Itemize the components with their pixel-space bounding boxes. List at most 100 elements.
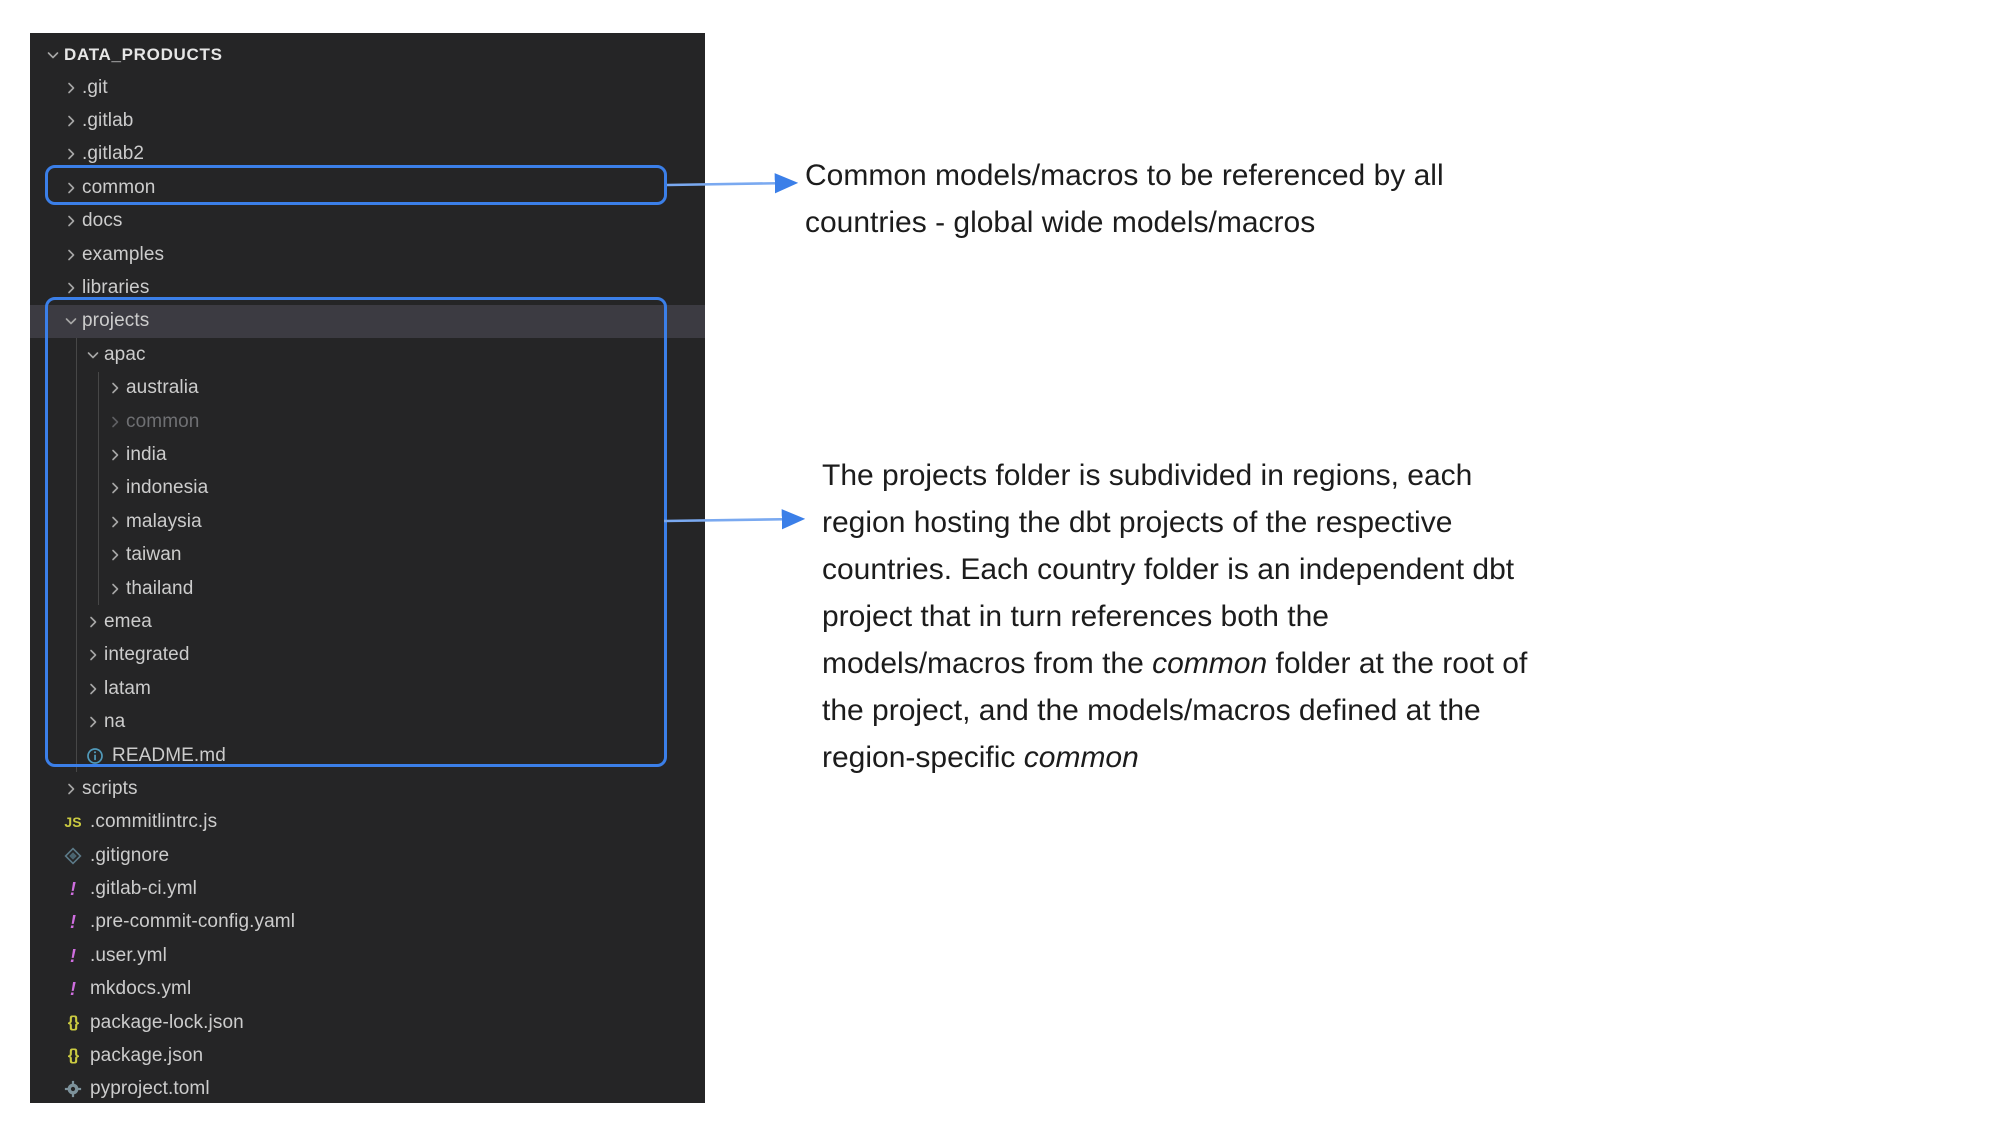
tree-folder-row[interactable]: examples: [30, 238, 705, 271]
tree-item-label: australia: [126, 377, 199, 399]
chevron-right-icon[interactable]: [104, 448, 126, 462]
json-braces-icon: {}: [67, 1013, 79, 1031]
tree-item-label: common: [82, 176, 156, 198]
tree-item-label: .commitlintrc.js: [90, 811, 218, 833]
tree-folder-row[interactable]: emea: [30, 605, 705, 638]
file-tree[interactable]: DATA_PRODUCTS .git .gitlab .gitlab2 common do…: [30, 33, 705, 1103]
yaml-exclaim-icon: !: [69, 912, 77, 933]
chevron-right-icon[interactable]: [60, 81, 82, 95]
tree-item-label: thailand: [126, 577, 194, 599]
tree-indent-guide: [98, 372, 99, 605]
chevron-right-icon[interactable]: [60, 281, 82, 295]
gear-icon: [60, 1080, 86, 1098]
tree-file-row[interactable]: {} package-lock.json: [30, 1006, 705, 1039]
tree-item-label: pyproject.toml: [90, 1078, 210, 1100]
tree-file-row[interactable]: ! .user.yml: [30, 939, 705, 972]
annotation-text-projects: The projects folder is subdivided in reg…: [822, 459, 1528, 774]
chevron-right-icon[interactable]: [104, 481, 126, 495]
annotation-text-common: Common models/macros to be referenced by…: [805, 159, 1444, 239]
tree-folder-row[interactable]: malaysia: [30, 505, 705, 538]
arrow-projects-to-note: [663, 509, 806, 530]
chevron-right-icon[interactable]: [104, 582, 126, 596]
tree-item-label: mkdocs.yml: [90, 978, 192, 1000]
chevron-right-icon[interactable]: [104, 548, 126, 562]
chevron-down-icon[interactable]: [60, 314, 82, 328]
tree-item-label: common: [126, 410, 200, 432]
tree-item-label: emea: [104, 610, 152, 632]
tree-item-label: malaysia: [126, 510, 202, 532]
yaml-exclaim-icon: !: [69, 945, 77, 966]
tree-file-row[interactable]: .gitignore: [30, 839, 705, 872]
tree-folder-row[interactable]: projects: [30, 304, 705, 339]
tree-indent-guide: [76, 338, 77, 772]
tree-folder-row[interactable]: integrated: [30, 639, 705, 672]
tree-folder-row[interactable]: indonesia: [30, 472, 705, 505]
chevron-right-icon[interactable]: [104, 381, 126, 395]
tree-item-label: .gitlab-ci.yml: [90, 878, 197, 900]
tree-item-label: india: [126, 443, 167, 465]
yaml-exclaim-icon: !: [69, 979, 77, 1000]
javascript-icon: JS: [64, 814, 82, 831]
file-explorer-panel: DATA_PRODUCTS .git .gitlab .gitlab2 common do…: [30, 33, 705, 1103]
chevron-right-icon[interactable]: [82, 648, 104, 662]
chevron-right-icon[interactable]: [104, 515, 126, 529]
tree-item-label: libraries: [82, 277, 150, 299]
tree-item-label: .git: [82, 76, 108, 98]
chevron-right-icon[interactable]: [60, 248, 82, 262]
tree-file-row[interactable]: JS .commitlintrc.js: [30, 806, 705, 839]
chevron-right-icon[interactable]: [82, 615, 104, 629]
tree-folder-row[interactable]: common: [30, 171, 705, 204]
tree-item-label: .user.yml: [90, 944, 167, 966]
tree-item-label: taiwan: [126, 544, 182, 566]
tree-folder-row[interactable]: apac: [30, 338, 705, 371]
chevron-right-icon[interactable]: [60, 147, 82, 161]
tree-item-label: package.json: [90, 1045, 204, 1067]
tree-item-label: indonesia: [126, 477, 209, 499]
tree-item-label: apac: [104, 343, 146, 365]
tree-item-label: .pre-commit-config.yaml: [90, 911, 296, 933]
chevron-down-icon[interactable]: [42, 48, 64, 62]
chevron-down-icon[interactable]: [82, 348, 104, 362]
tree-folder-row[interactable]: .git: [30, 71, 705, 104]
tree-item-label: examples: [82, 243, 165, 265]
tree-file-row[interactable]: pyproject.toml: [30, 1073, 705, 1103]
arrow-common-to-note: [666, 173, 799, 194]
tree-file-row[interactable]: README.md: [30, 739, 705, 772]
tree-item-label: latam: [104, 677, 151, 699]
tree-folder-row[interactable]: latam: [30, 672, 705, 705]
chevron-right-icon[interactable]: [82, 715, 104, 729]
tree-item-label: .gitlab: [82, 110, 134, 132]
chevron-right-icon[interactable]: [60, 114, 82, 128]
tree-item-label: .gitlab2: [82, 143, 145, 165]
chevron-right-icon[interactable]: [60, 782, 82, 796]
tree-file-row[interactable]: ! .pre-commit-config.yaml: [30, 906, 705, 939]
yaml-exclaim-icon: !: [69, 879, 77, 900]
tree-item-label: projects: [82, 310, 150, 332]
tree-folder-row[interactable]: na: [30, 705, 705, 738]
tree-folder-row[interactable]: thailand: [30, 572, 705, 605]
chevron-right-icon[interactable]: [60, 214, 82, 228]
tree-folder-row[interactable]: .gitlab2: [30, 138, 705, 171]
tree-folder-row[interactable]: docs: [30, 205, 705, 238]
tree-folder-row[interactable]: india: [30, 438, 705, 471]
tree-item-label: integrated: [104, 644, 190, 666]
tree-file-row[interactable]: ! mkdocs.yml: [30, 973, 705, 1006]
chevron-right-icon[interactable]: [60, 181, 82, 195]
tree-folder-row[interactable]: scripts: [30, 772, 705, 805]
chevron-right-icon[interactable]: [104, 415, 126, 429]
tree-folder-row[interactable]: taiwan: [30, 538, 705, 571]
tree-folder-row[interactable]: australia: [30, 372, 705, 405]
tree-file-row[interactable]: ! .gitlab-ci.yml: [30, 872, 705, 905]
tree-item-label: README.md: [112, 744, 226, 766]
chevron-right-icon[interactable]: [82, 682, 104, 696]
tree-folder-row[interactable]: libraries: [30, 271, 705, 304]
tree-item-label: package-lock.json: [90, 1011, 244, 1033]
tree-item-label: .gitignore: [90, 844, 170, 866]
tree-folder-row[interactable]: .gitlab: [30, 104, 705, 137]
tree-root-label: DATA_PRODUCTS: [64, 45, 223, 64]
tree-item-label: na: [104, 711, 126, 733]
tree-root-row[interactable]: DATA_PRODUCTS: [30, 39, 705, 71]
tree-file-row[interactable]: {}package.json: [30, 1039, 705, 1072]
git-diamond-icon: [60, 847, 86, 865]
tree-folder-row[interactable]: common: [30, 405, 705, 438]
